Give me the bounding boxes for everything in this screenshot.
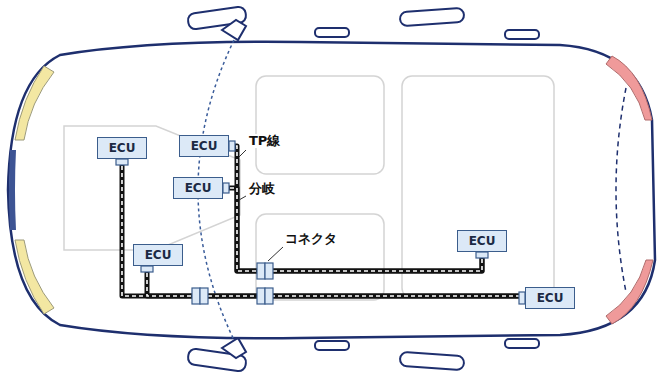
tp-wire [223,188,482,271]
ecu-label: ECU [469,235,496,247]
ecu-label: ECU [109,142,136,154]
ecu-label: ECU [185,182,212,194]
ecu-box: ECU [525,287,575,309]
ecu-label: ECU [537,292,564,304]
ecu-box: ECU [457,230,507,252]
ecu-box: ECU [179,135,229,157]
ecu-box: ECU [133,244,183,266]
ecu-box: ECU [173,177,223,199]
ecu-box: ECU [97,137,147,159]
callout-label: 分岐 [248,182,276,196]
ecu-label: ECU [191,140,218,152]
callout-label: TP線 [248,134,281,148]
ecu-label: ECU [145,249,172,261]
tp-wire [229,146,482,271]
tp-wire [122,159,525,296]
callout-label: コネクタ [284,232,338,246]
